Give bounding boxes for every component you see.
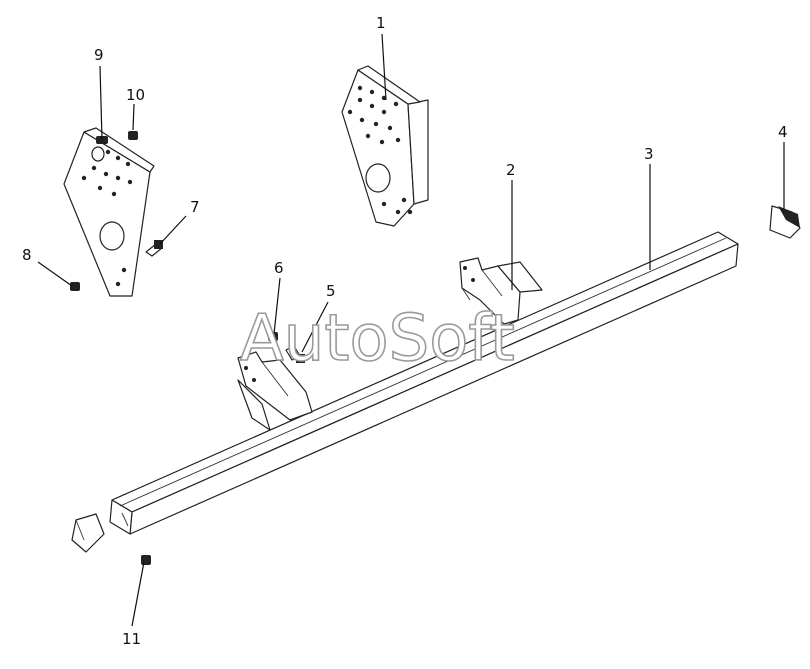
callout-7: 7 (190, 198, 200, 216)
end-cap-left (71, 513, 105, 553)
callout-10: 10 (126, 86, 145, 104)
bolt-7 (145, 240, 163, 257)
gusset-plate-center (341, 65, 429, 227)
callout-8: 8 (22, 246, 32, 264)
callout-6: 6 (274, 259, 284, 277)
screw-11 (141, 555, 151, 565)
callout-4: 4 (778, 123, 788, 141)
end-cap-4 (769, 205, 801, 239)
bracket-left (237, 351, 313, 431)
bracket-right (459, 257, 543, 325)
callout-3: 3 (644, 145, 654, 163)
callout-5: 5 (326, 282, 336, 300)
leader-lines (37, 33, 785, 627)
callout-labels: 1 2 3 4 5 6 7 8 9 10 11 (22, 14, 788, 648)
nut-6 (268, 332, 278, 341)
callout-11: 11 (122, 630, 141, 648)
callout-2: 2 (506, 161, 516, 179)
gusset-plate-left (63, 127, 155, 297)
nut-10 (128, 131, 138, 140)
crossmember-tube (109, 231, 739, 535)
bolt-5 (285, 345, 305, 363)
callout-9: 9 (94, 46, 104, 64)
watermark-text: AutoSoft (240, 302, 515, 376)
callout-1: 1 (376, 14, 386, 32)
nut-8 (70, 282, 80, 291)
